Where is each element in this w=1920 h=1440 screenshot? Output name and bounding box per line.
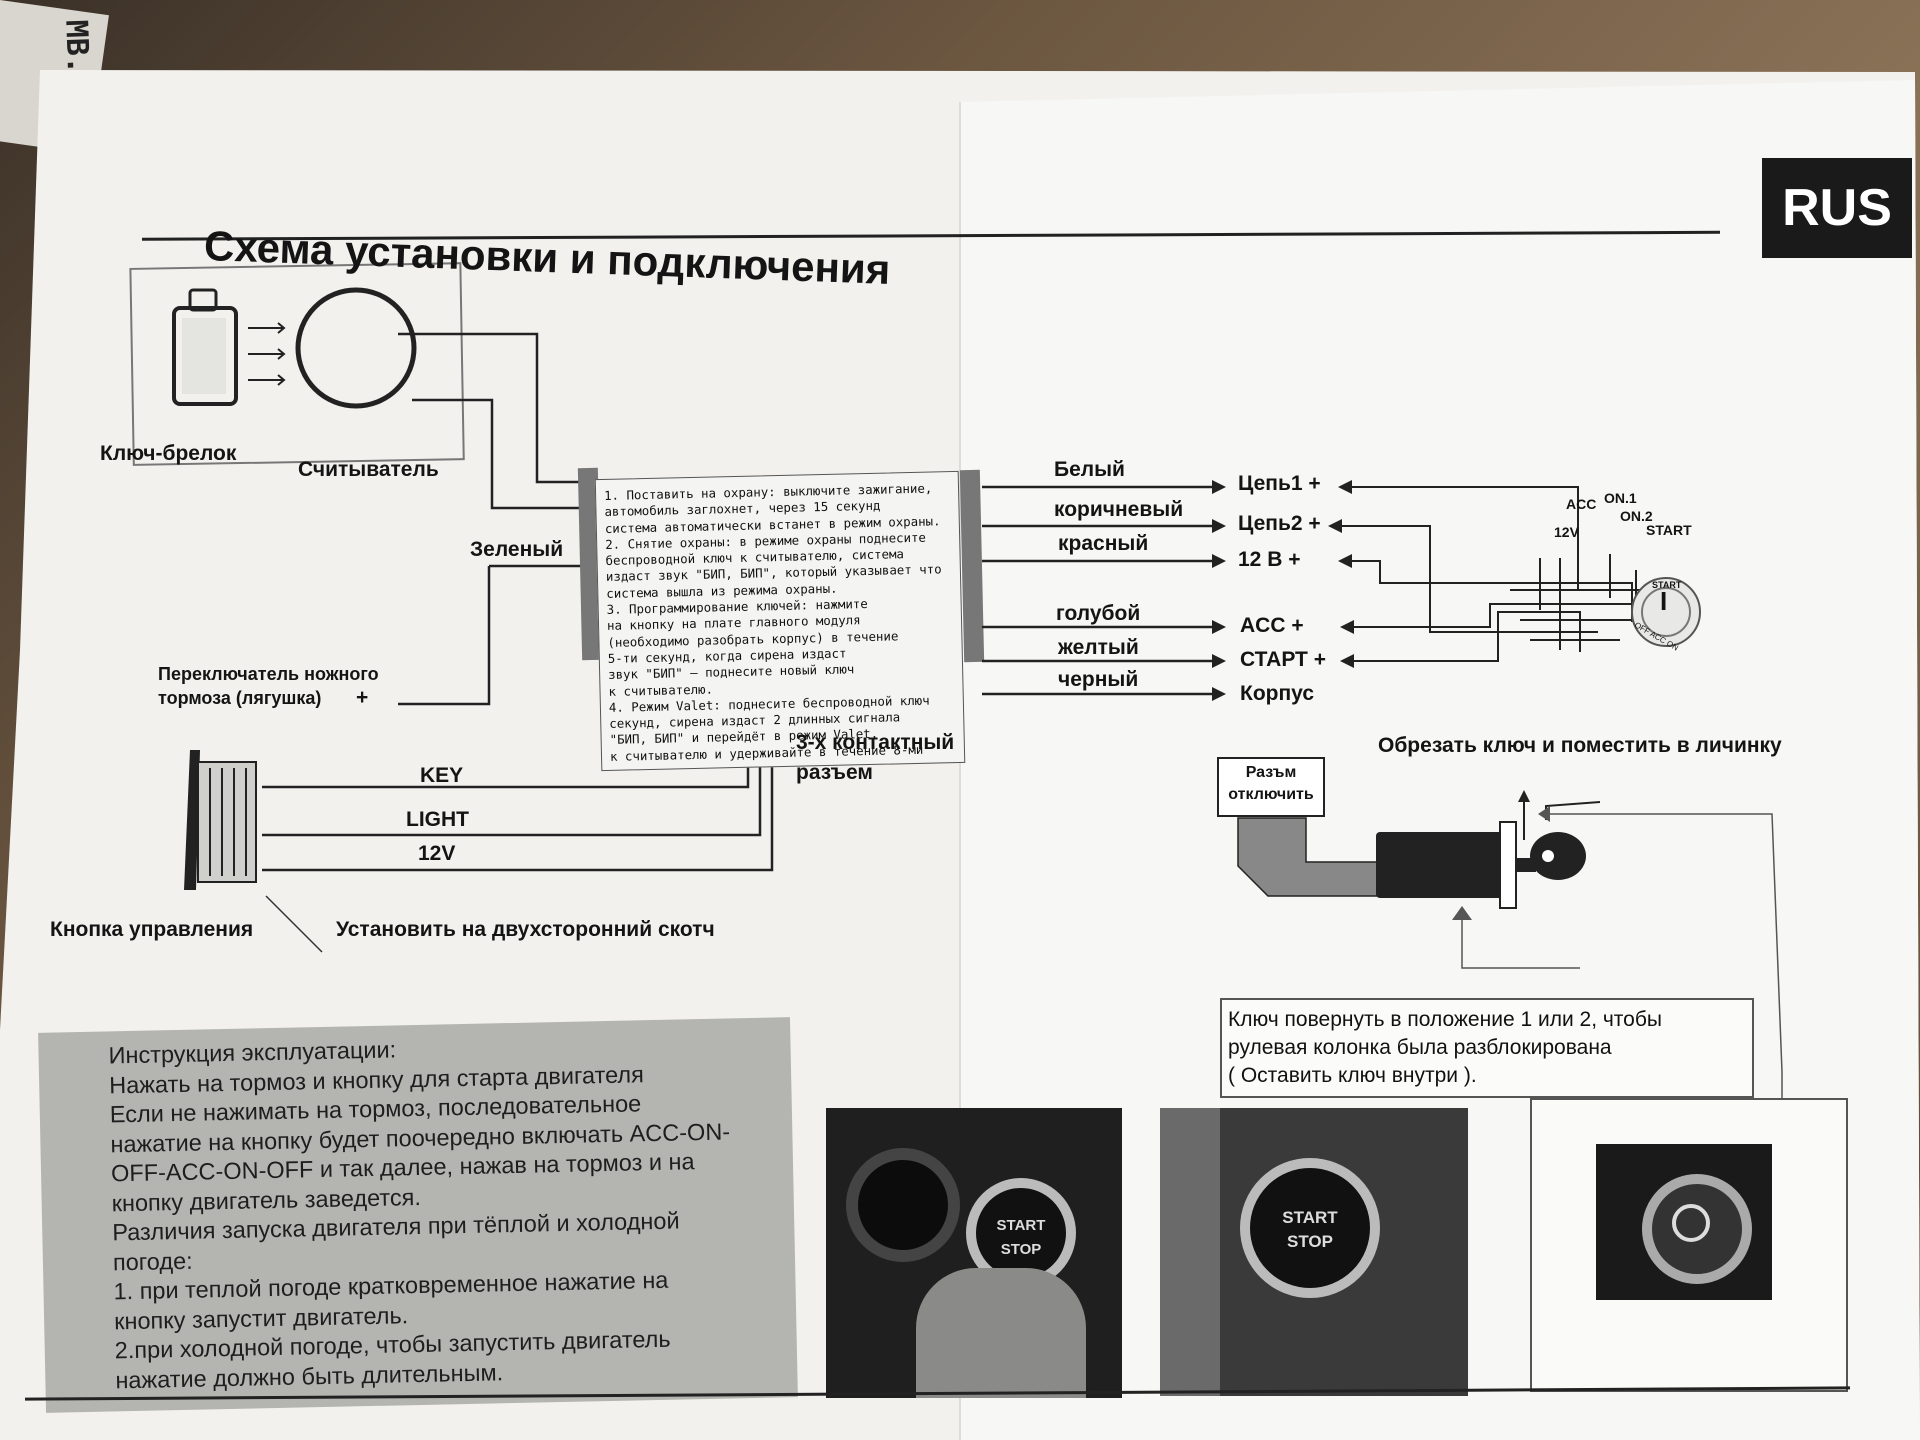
ignition-wires	[1342, 486, 1640, 662]
photo-start-stop-button: START STOP	[1160, 1108, 1468, 1396]
start-stop-button-icon: START STOP	[1240, 1158, 1380, 1298]
reader-icon	[295, 287, 417, 409]
main-instructions-text: 1. Поставить на охрану: выключите зажига…	[603, 480, 942, 764]
fob-label: Ключ-брелок	[100, 442, 237, 465]
wire-target-5: Корпус	[1240, 682, 1314, 705]
wire-target-4: СТАРТ +	[1240, 648, 1326, 671]
ignition-switch-text: START	[1652, 580, 1682, 590]
line-12v: 12V	[418, 842, 456, 865]
language-badge: RUS	[1762, 158, 1912, 258]
ignition-label-acc: ACC	[1566, 496, 1597, 512]
turn-key-note: Ключ повернуть в положение 1 или 2, чтоб…	[1228, 1008, 1662, 1087]
wire-target-1: Цепь2 +	[1238, 512, 1321, 535]
wire-target-0: Цепь1 +	[1238, 472, 1321, 495]
key-fob-icon	[172, 306, 238, 406]
control-button-label: Кнопка управления	[50, 918, 254, 941]
ignition-label-12v: 12V	[1554, 524, 1579, 540]
turn-key-note-box: Ключ повернуть в положение 1 или 2, чтоб…	[1220, 998, 1754, 1098]
wire-target-2: 12 В +	[1238, 548, 1301, 571]
wire-color-1: коричневый	[1054, 498, 1184, 521]
main-instructions-box: 1. Поставить на охрану: выключите зажига…	[594, 470, 966, 772]
line-light: LIGHT	[406, 808, 469, 831]
ignition-label-start: START	[1646, 522, 1692, 538]
mount-note: Установить на двухсторонний скотч	[336, 918, 715, 941]
wire-arrows	[1212, 480, 1354, 701]
connector-label: 3-х контактный разъем	[796, 731, 955, 784]
instruction-sheet: Схема установки и подключения RUS Ключ-б…	[0, 50, 1920, 1440]
key-assembly-icon	[1217, 757, 1601, 909]
photo-frame-ignition	[1530, 1098, 1848, 1392]
left-wires	[398, 332, 587, 706]
operation-instructions-box: Инструкция эксплуатации: Нажать на тормо…	[38, 1017, 798, 1413]
disconnect-label: Разъм отключить	[1228, 764, 1314, 803]
wire-color-0: Белый	[1054, 458, 1125, 481]
photo-button-press: START STOP	[826, 1108, 1122, 1398]
fob-reader-panel	[129, 262, 465, 466]
reader-label: Считыватель	[298, 458, 439, 481]
line-key: KEY	[420, 764, 464, 787]
wire-color-5: черный	[1058, 668, 1139, 691]
brake-switch-polarity: +	[356, 686, 369, 709]
ignition-label-on1: ON.1	[1604, 490, 1637, 506]
wire-target-3: ACC +	[1240, 614, 1304, 637]
ignition-switch-mark: I	[1660, 586, 1668, 616]
button-wires	[262, 762, 774, 872]
operation-instructions-text: Инструкция эксплуатации: Нажать на тормо…	[108, 1036, 731, 1393]
control-button-icon	[184, 750, 257, 890]
photo-ignition-lock	[1596, 1144, 1772, 1300]
right-wires	[982, 485, 1212, 696]
brake-switch-label: Переключатель ножного тормоза (лягушка)	[158, 664, 379, 708]
cut-key-note: Обрезать ключ и поместить в личинку	[1378, 734, 1782, 757]
ignition-label-on2: ON.2	[1620, 508, 1653, 524]
wire-color-4: желтый	[1058, 636, 1139, 659]
wire-color-2: красный	[1058, 532, 1149, 555]
green-wire-label: Зеленый	[470, 538, 564, 561]
wire-color-3: голубой	[1056, 602, 1141, 625]
